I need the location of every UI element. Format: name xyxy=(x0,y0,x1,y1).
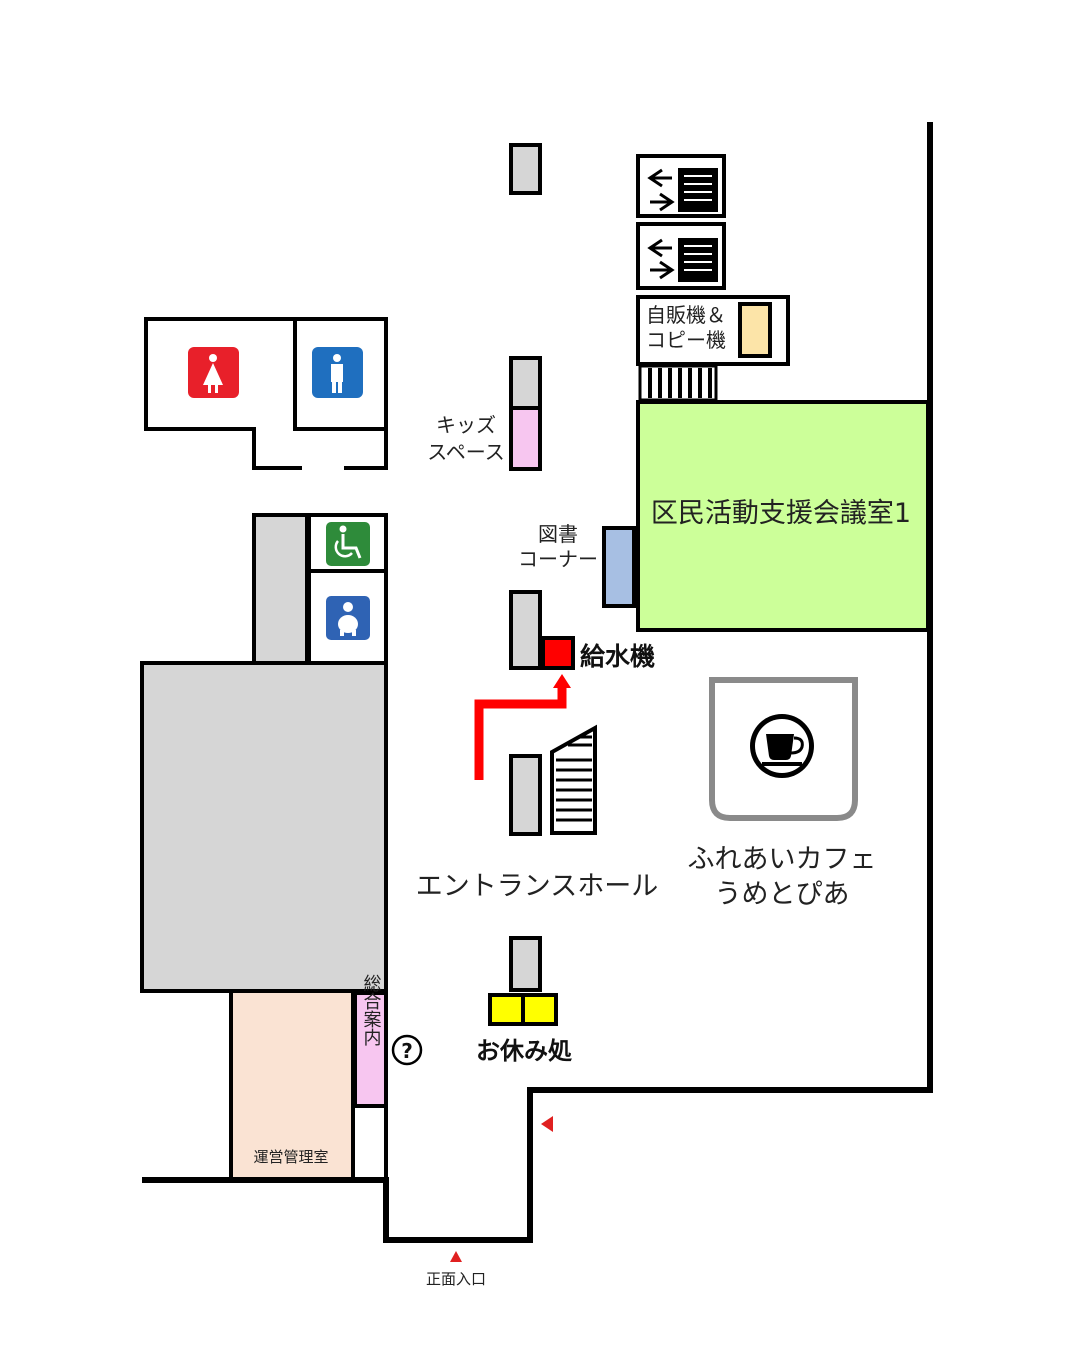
stairs-small xyxy=(638,364,718,402)
route-arrow xyxy=(474,674,571,780)
main-entrance-label: 正面入口 xyxy=(426,1270,486,1288)
info-question-mark: ? xyxy=(401,1039,413,1063)
info-desk xyxy=(353,991,388,1108)
cafe-label-1: ふれあいカフェ xyxy=(688,844,877,875)
women-toilet-icon xyxy=(188,347,239,398)
outer-walls xyxy=(142,122,933,1243)
rest-seats xyxy=(488,993,558,1026)
kids-space-label-1: キッズ xyxy=(436,413,496,437)
side-entrance-marker xyxy=(541,1116,553,1132)
entrance-hall-label: エントランスホール xyxy=(416,871,658,902)
elevator-icon xyxy=(678,238,718,282)
stairs-icon xyxy=(550,724,597,835)
rest-area-label: お休み処 xyxy=(476,1037,572,1065)
men-toilet-icon xyxy=(312,347,363,398)
info-question-icon: ? xyxy=(391,1034,423,1066)
pillar xyxy=(509,143,542,195)
info-desk-label: 総合案内 xyxy=(361,974,382,1047)
water-dispenser-label: 給水機 xyxy=(580,642,655,671)
coffee-cup-icon xyxy=(750,714,814,778)
cafe-label-2: うめとぴあ xyxy=(715,879,850,910)
baby-care-icon xyxy=(326,596,370,640)
elevator-1 xyxy=(636,154,726,218)
kids-space-block xyxy=(509,406,542,471)
main-entrance-marker xyxy=(450,1251,462,1262)
vending-unit xyxy=(738,302,772,358)
library-label-1: 図書 xyxy=(538,522,578,546)
pillars xyxy=(509,143,542,992)
large-service-block xyxy=(140,661,388,993)
pillar xyxy=(509,754,542,836)
pillar xyxy=(509,356,542,410)
wheelchair-icon xyxy=(326,522,370,566)
pillar xyxy=(509,936,542,992)
library-shelf xyxy=(602,526,636,608)
water-dispenser-marker xyxy=(541,636,575,670)
kids-space-label-2: スペース xyxy=(427,440,505,464)
meeting-room-label: 区民活動支援会議室1 xyxy=(651,498,911,529)
elevator-2 xyxy=(636,222,726,290)
vending-label-1: 自販機＆ xyxy=(646,303,726,327)
elevator-icon xyxy=(678,168,718,212)
meeting-room-1 xyxy=(636,400,930,632)
management-room xyxy=(229,989,355,1181)
vending-label-2: コピー機 xyxy=(646,328,726,352)
library-label-2: コーナー xyxy=(518,547,598,571)
management-room-label: 運営管理室 xyxy=(253,1148,328,1166)
corridor-block xyxy=(252,513,309,665)
pillar xyxy=(509,590,542,670)
